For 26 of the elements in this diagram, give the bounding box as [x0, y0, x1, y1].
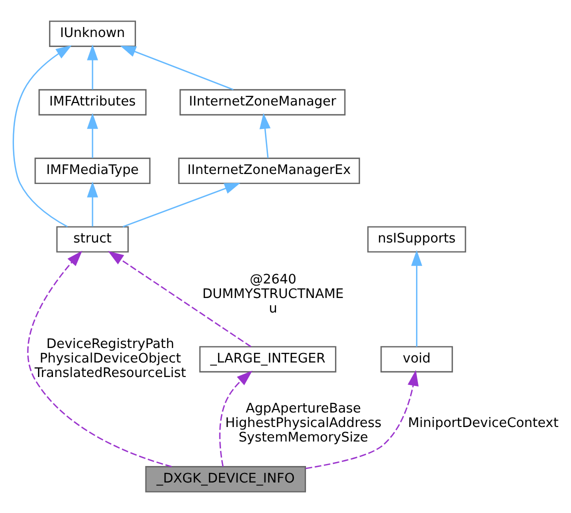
arrow [86, 182, 98, 227]
arrow [411, 250, 422, 347]
edge-label: MiniportDeviceContext [408, 416, 559, 432]
node-box: IMFAttributes [38, 89, 147, 116]
node-box: nsISupports [367, 226, 466, 253]
arrow [260, 113, 271, 158]
edge-label: DeviceRegistryPath PhysicalDeviceObject TranslatedResourceList [34, 337, 186, 382]
edge-label: @2640 DUMMYSTRUCTNAME u [202, 272, 344, 317]
edge-label: AgpApertureBase HighestPhysicalAddress SystemMemorySize [225, 402, 382, 446]
arrow [306, 370, 419, 470]
arrow [108, 250, 252, 348]
arrow [86, 112, 98, 158]
arrow [219, 370, 252, 467]
node-box: _LARGE_INTEGER [199, 346, 336, 372]
node-box: IUnknown [49, 20, 136, 47]
arrow [86, 44, 98, 90]
node-box: struct [56, 226, 129, 253]
node-box: _DXGK_DEVICE_INFO [145, 466, 306, 492]
arrow [27, 250, 172, 468]
arrow [12, 45, 72, 228]
arrow [122, 182, 240, 228]
node-box: IInternetZoneManager [180, 89, 346, 116]
node-box: void [380, 346, 453, 372]
node-box: IInternetZoneManagerEx [178, 158, 360, 184]
node-box: IMFMediaType [34, 158, 150, 184]
arrow [120, 46, 234, 90]
